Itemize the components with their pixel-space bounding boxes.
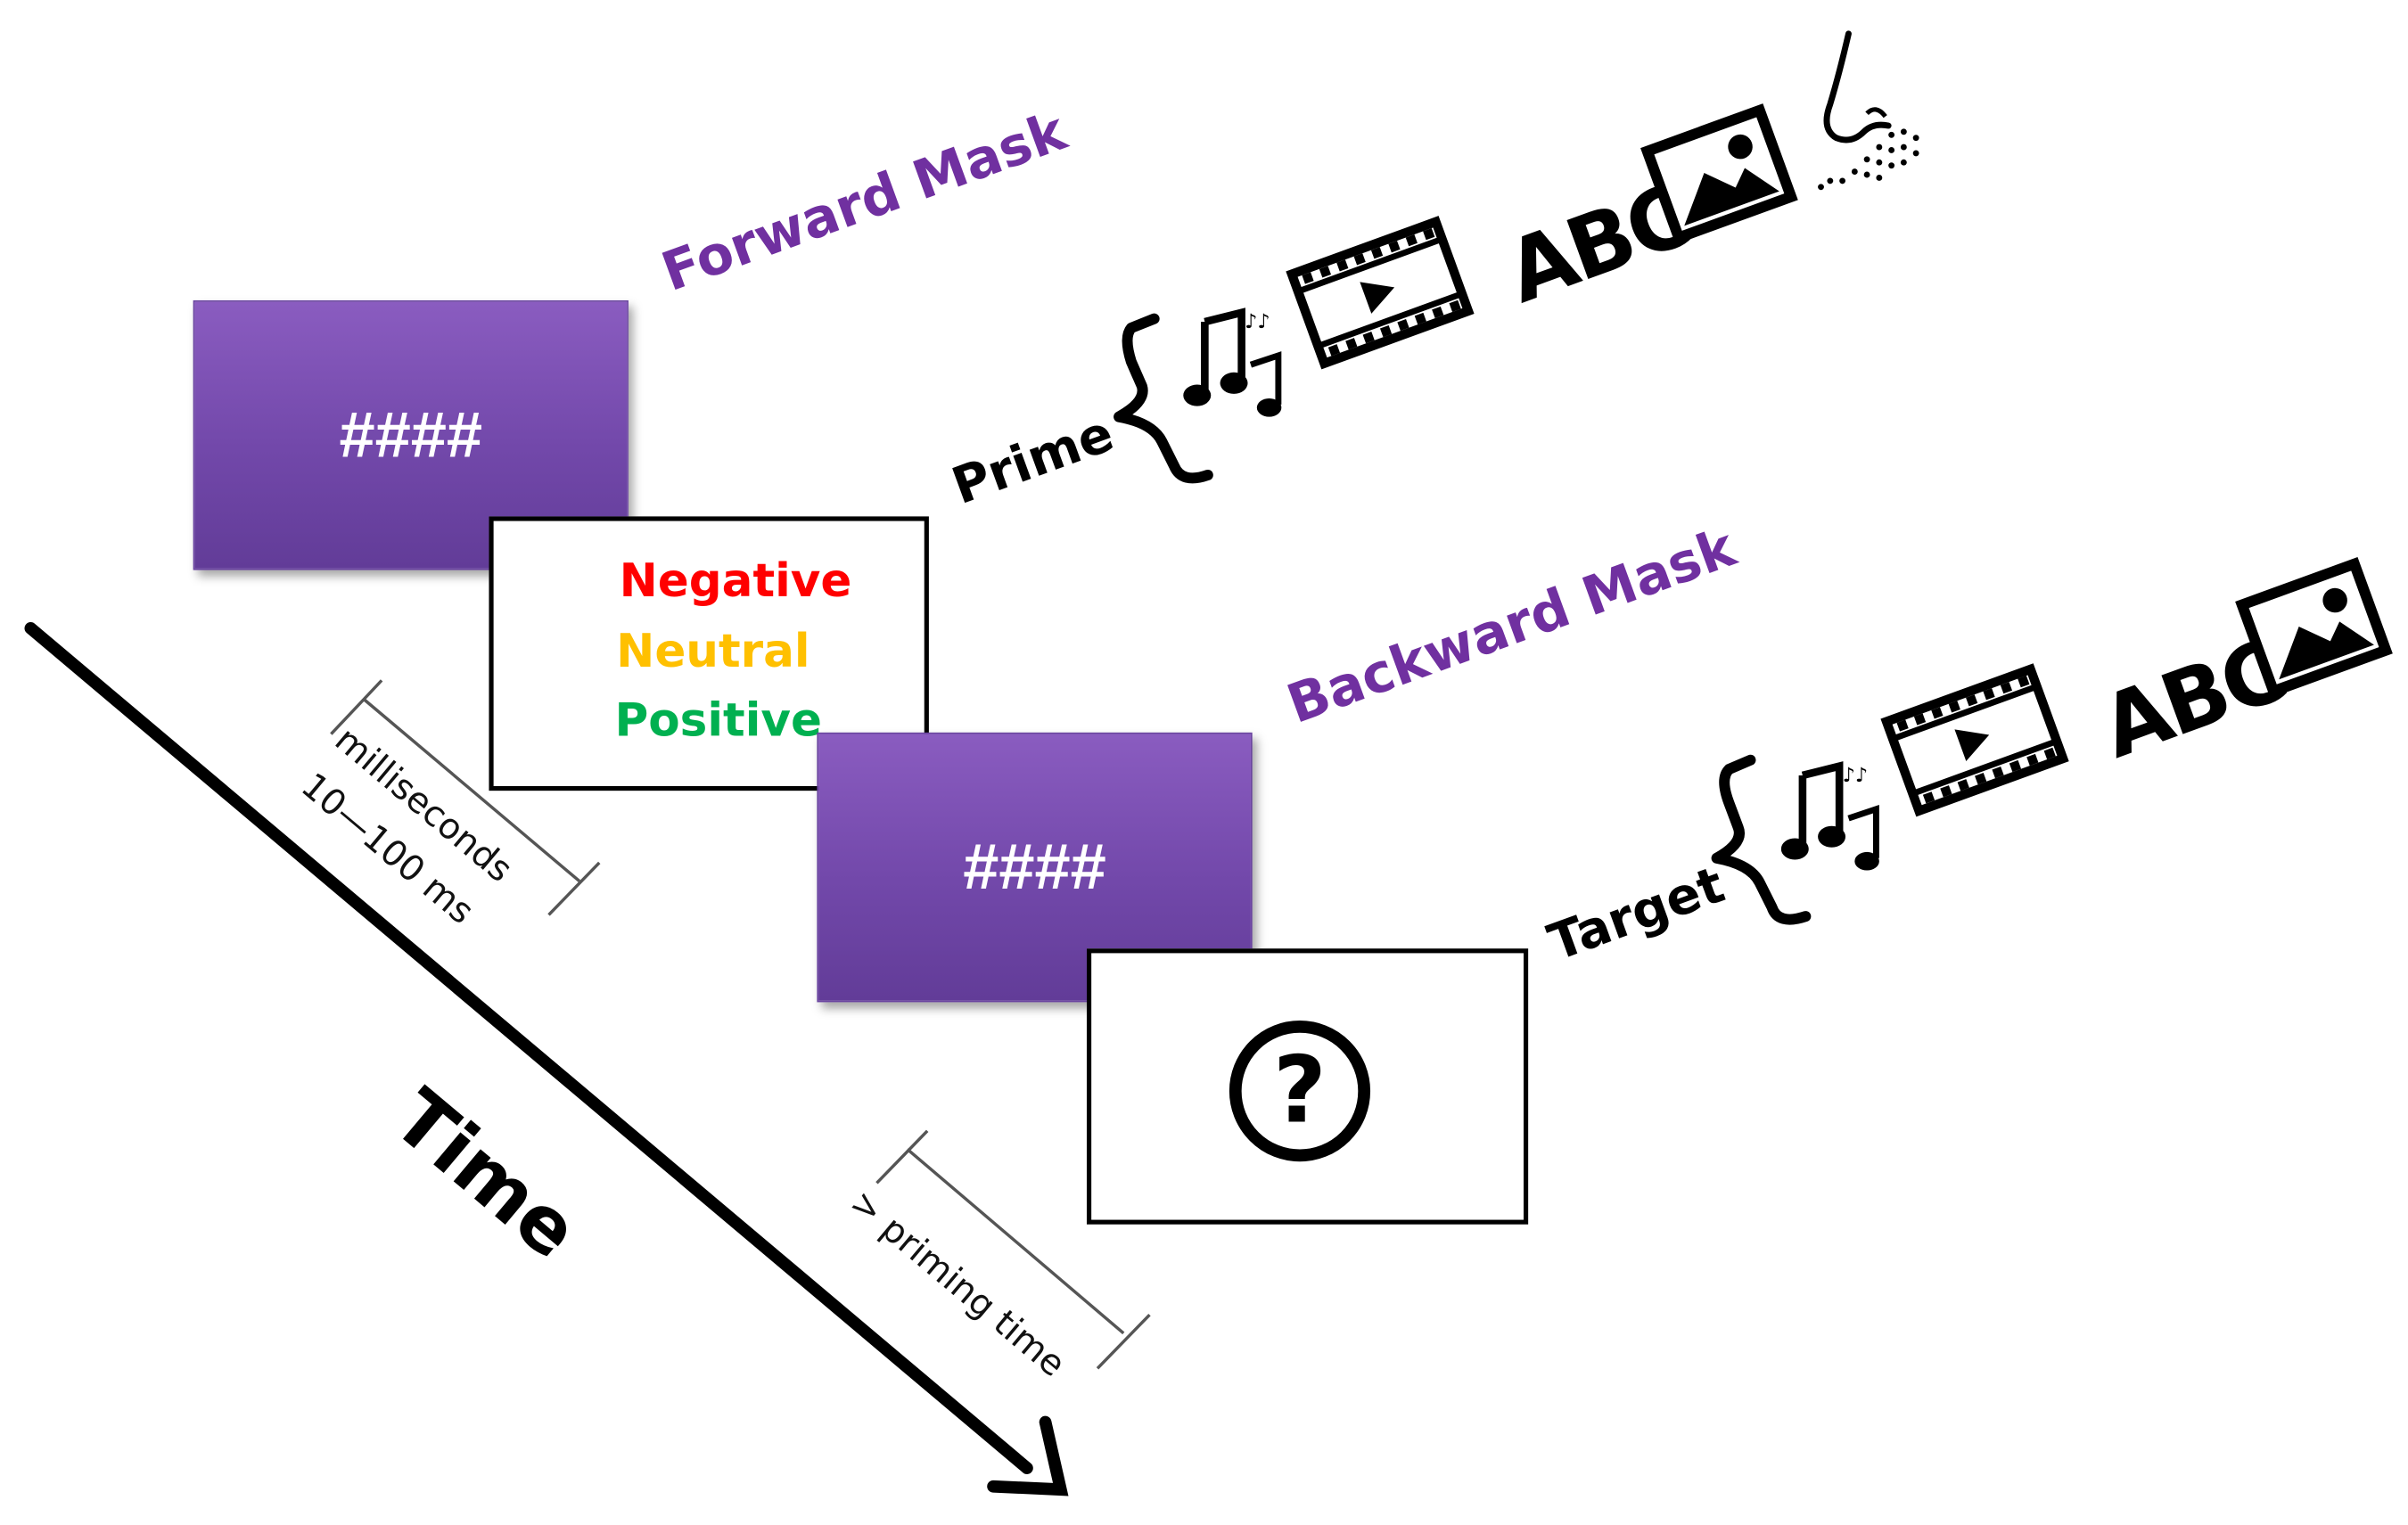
prime-word-neutral: Neutral bbox=[616, 625, 810, 679]
backward-mask-symbol: #### bbox=[963, 830, 1106, 903]
question-mark-icon: ? bbox=[1229, 1021, 1371, 1162]
target-question-symbol: ? bbox=[1273, 1037, 1327, 1144]
forward-mask-symbol: #### bbox=[339, 398, 483, 471]
picture-icon bbox=[2235, 557, 2393, 699]
picture-icon bbox=[1640, 103, 1798, 245]
prime-word-positive: Positive bbox=[614, 693, 823, 749]
prime-word-negative: Negative bbox=[619, 554, 852, 609]
svg-text:♪♪: ♪♪ bbox=[1245, 310, 1270, 333]
nose-smell-icon bbox=[1818, 30, 1919, 191]
music-notes-icon: ♪♪ bbox=[1780, 761, 1879, 871]
music-notes-icon: ♪♪ bbox=[1183, 307, 1282, 417]
svg-text:♪♪: ♪♪ bbox=[1843, 764, 1869, 787]
film-play-icon bbox=[1286, 216, 1475, 370]
film-play-icon bbox=[1880, 663, 2069, 817]
